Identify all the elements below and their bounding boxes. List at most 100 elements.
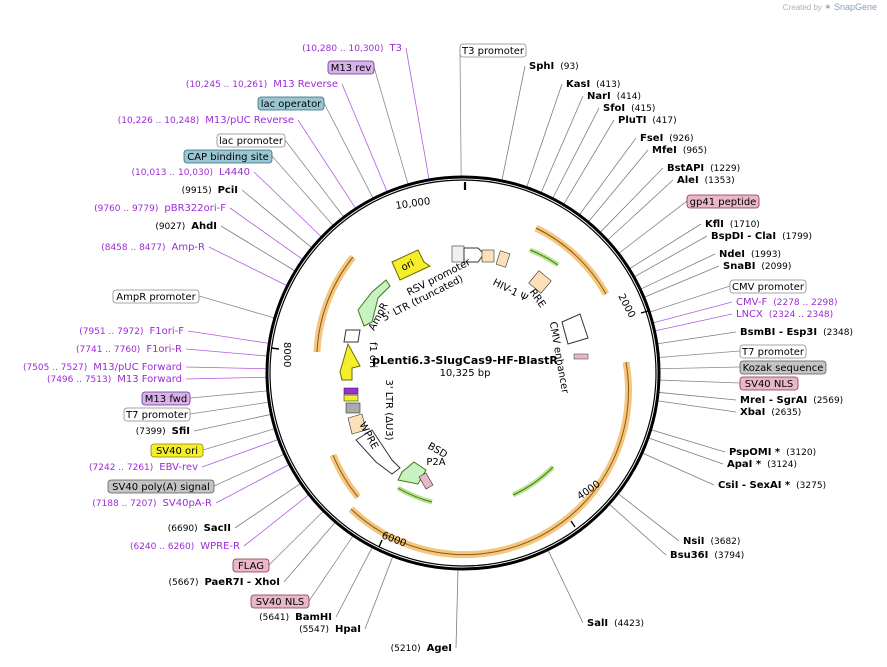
primer-range: (8458 .. 8477) <box>101 243 165 253</box>
site-position: (2569) <box>813 396 843 406</box>
feature-label: P2A <box>426 457 445 468</box>
tick-8000-mark <box>270 347 280 350</box>
site-position: (413) <box>596 80 620 90</box>
primer-connector <box>654 313 733 332</box>
site-name: KflI <box>705 219 724 230</box>
site-position: (9027) <box>155 222 185 232</box>
site-label: (5667)PaeR7I - XhoI <box>169 577 280 588</box>
feature-box-bg <box>107 479 215 494</box>
site-label: (6690) SacII <box>168 523 231 534</box>
primer-connector <box>185 376 268 380</box>
feature-connector <box>268 510 324 566</box>
site-name: KasI <box>566 79 590 90</box>
primer-name: M13/pUC Reverse <box>205 115 294 126</box>
feature-box-bg <box>141 391 191 406</box>
site-connector <box>608 503 667 556</box>
primer-range: (10,013 .. 10,030) <box>132 168 213 178</box>
feature-box-bg <box>257 96 325 111</box>
site-connector <box>193 413 272 432</box>
feature-box-label: CAP binding site <box>187 152 269 163</box>
primer-name: LNCX <box>736 309 763 320</box>
credit-brand: SnapGene <box>833 2 877 12</box>
primer-label: (7188 .. 7207)SV40pA-R <box>92 498 212 509</box>
site-name: AleI <box>677 175 699 186</box>
site-label: ApaI *(3124) <box>727 459 797 470</box>
ampr-promoter-feature <box>343 329 361 343</box>
label-connectors <box>185 47 741 649</box>
site-connector <box>455 568 459 649</box>
site-name: AgeI <box>427 643 452 654</box>
site-position: (5667) <box>169 578 199 588</box>
primer-range: (6240 .. 6260) <box>130 542 194 552</box>
site-position: (9915) <box>182 186 212 196</box>
feature-box-bg <box>686 194 760 209</box>
feature-connector <box>271 155 334 227</box>
primer-range: (2278 .. 2298) <box>773 298 837 308</box>
feature-label: f1 ori <box>367 342 378 368</box>
tick-label-6000: 6000 <box>380 530 408 549</box>
site-position: (414) <box>617 92 641 102</box>
sv40-ori-feature <box>343 394 359 402</box>
site-position: (2348) <box>823 328 853 338</box>
site-position: (3682) <box>710 537 740 547</box>
green-arc-3 <box>396 485 433 505</box>
primer-name: Amp-R <box>172 242 206 253</box>
site-name: SalI <box>587 618 608 629</box>
feature-box: gp41 peptide <box>686 194 760 209</box>
site-position: (2099) <box>761 262 791 272</box>
site-label: BstAPI(1229) <box>667 163 740 174</box>
site-name: PluTI <box>618 115 646 126</box>
feature-connector <box>323 102 374 199</box>
site-label: XbaI(2635) <box>740 407 801 418</box>
plasmid-name: pLenti6.3-SlugCas9-HF-BlastR <box>372 354 558 367</box>
ampr-feature <box>357 279 391 327</box>
site-name: PspOMI * <box>729 447 781 458</box>
site-name: SacII <box>204 523 231 534</box>
primer-label: (7496 .. 7513)M13 Forward <box>47 374 182 385</box>
green-arc-3-line <box>397 487 433 503</box>
feature-box: SV40 NLS <box>250 594 310 609</box>
feature-box-label: SV40 poly(A) signal <box>112 482 210 493</box>
site-connector <box>220 225 296 272</box>
site-connector <box>641 452 715 486</box>
site-name: SnaBI <box>723 261 755 272</box>
primer-connector <box>201 439 279 468</box>
primer-name: M13/pUC Forward <box>93 362 182 373</box>
primer-connector <box>185 366 268 370</box>
feature-connector <box>202 428 276 451</box>
f1-ori-feature <box>339 342 361 381</box>
green-arc-2-line <box>512 466 554 496</box>
site-name: XbaI <box>740 407 765 418</box>
site-name: CsiI - SexAI * <box>718 480 791 491</box>
primer-name: EBV-rev <box>159 462 198 473</box>
feature-box: FLAG <box>232 558 270 573</box>
primer-labels: (10,280 .. 10,300)T3(10,245 .. 10,261)M1… <box>23 43 838 552</box>
feature-box: lac promoter <box>216 133 286 148</box>
primer-connector <box>185 348 268 357</box>
primer-range: (7188 .. 7207) <box>92 499 156 509</box>
site-connector <box>283 521 336 583</box>
plasmid-size: 10,325 bp <box>440 368 491 379</box>
primer-name: F1ori-R <box>146 344 182 355</box>
site-name: HpaI <box>335 624 361 635</box>
rsv-promoter-arrow <box>463 247 485 263</box>
site-name: SphI <box>529 61 554 72</box>
site-name: PciI <box>218 185 238 196</box>
site-name: NsiI <box>683 536 704 547</box>
site-name: SfoI <box>603 103 625 114</box>
site-position: (1710) <box>730 220 760 230</box>
site-name: NdeI <box>719 249 745 260</box>
site-position: (6690) <box>168 524 198 534</box>
feature-box-label: M13 rev <box>331 63 372 74</box>
site-label: FseI(926) <box>640 133 694 144</box>
site-connector <box>658 391 737 401</box>
snapgene-credit: Created by ✶ SnapGene <box>783 2 877 13</box>
primer-name: M13 Reverse <box>273 79 338 90</box>
primer-label: (7741 .. 7760)F1ori-R <box>76 344 182 355</box>
feature-connector <box>213 453 285 487</box>
site-position: (5547) <box>299 625 329 635</box>
primer-name: F1ori-F <box>150 326 185 337</box>
tick-label-8000: 8000 <box>281 342 292 367</box>
primer-label: (10,280 .. 10,300)T3 <box>302 43 402 54</box>
site-label: AleI(1353) <box>677 175 735 186</box>
